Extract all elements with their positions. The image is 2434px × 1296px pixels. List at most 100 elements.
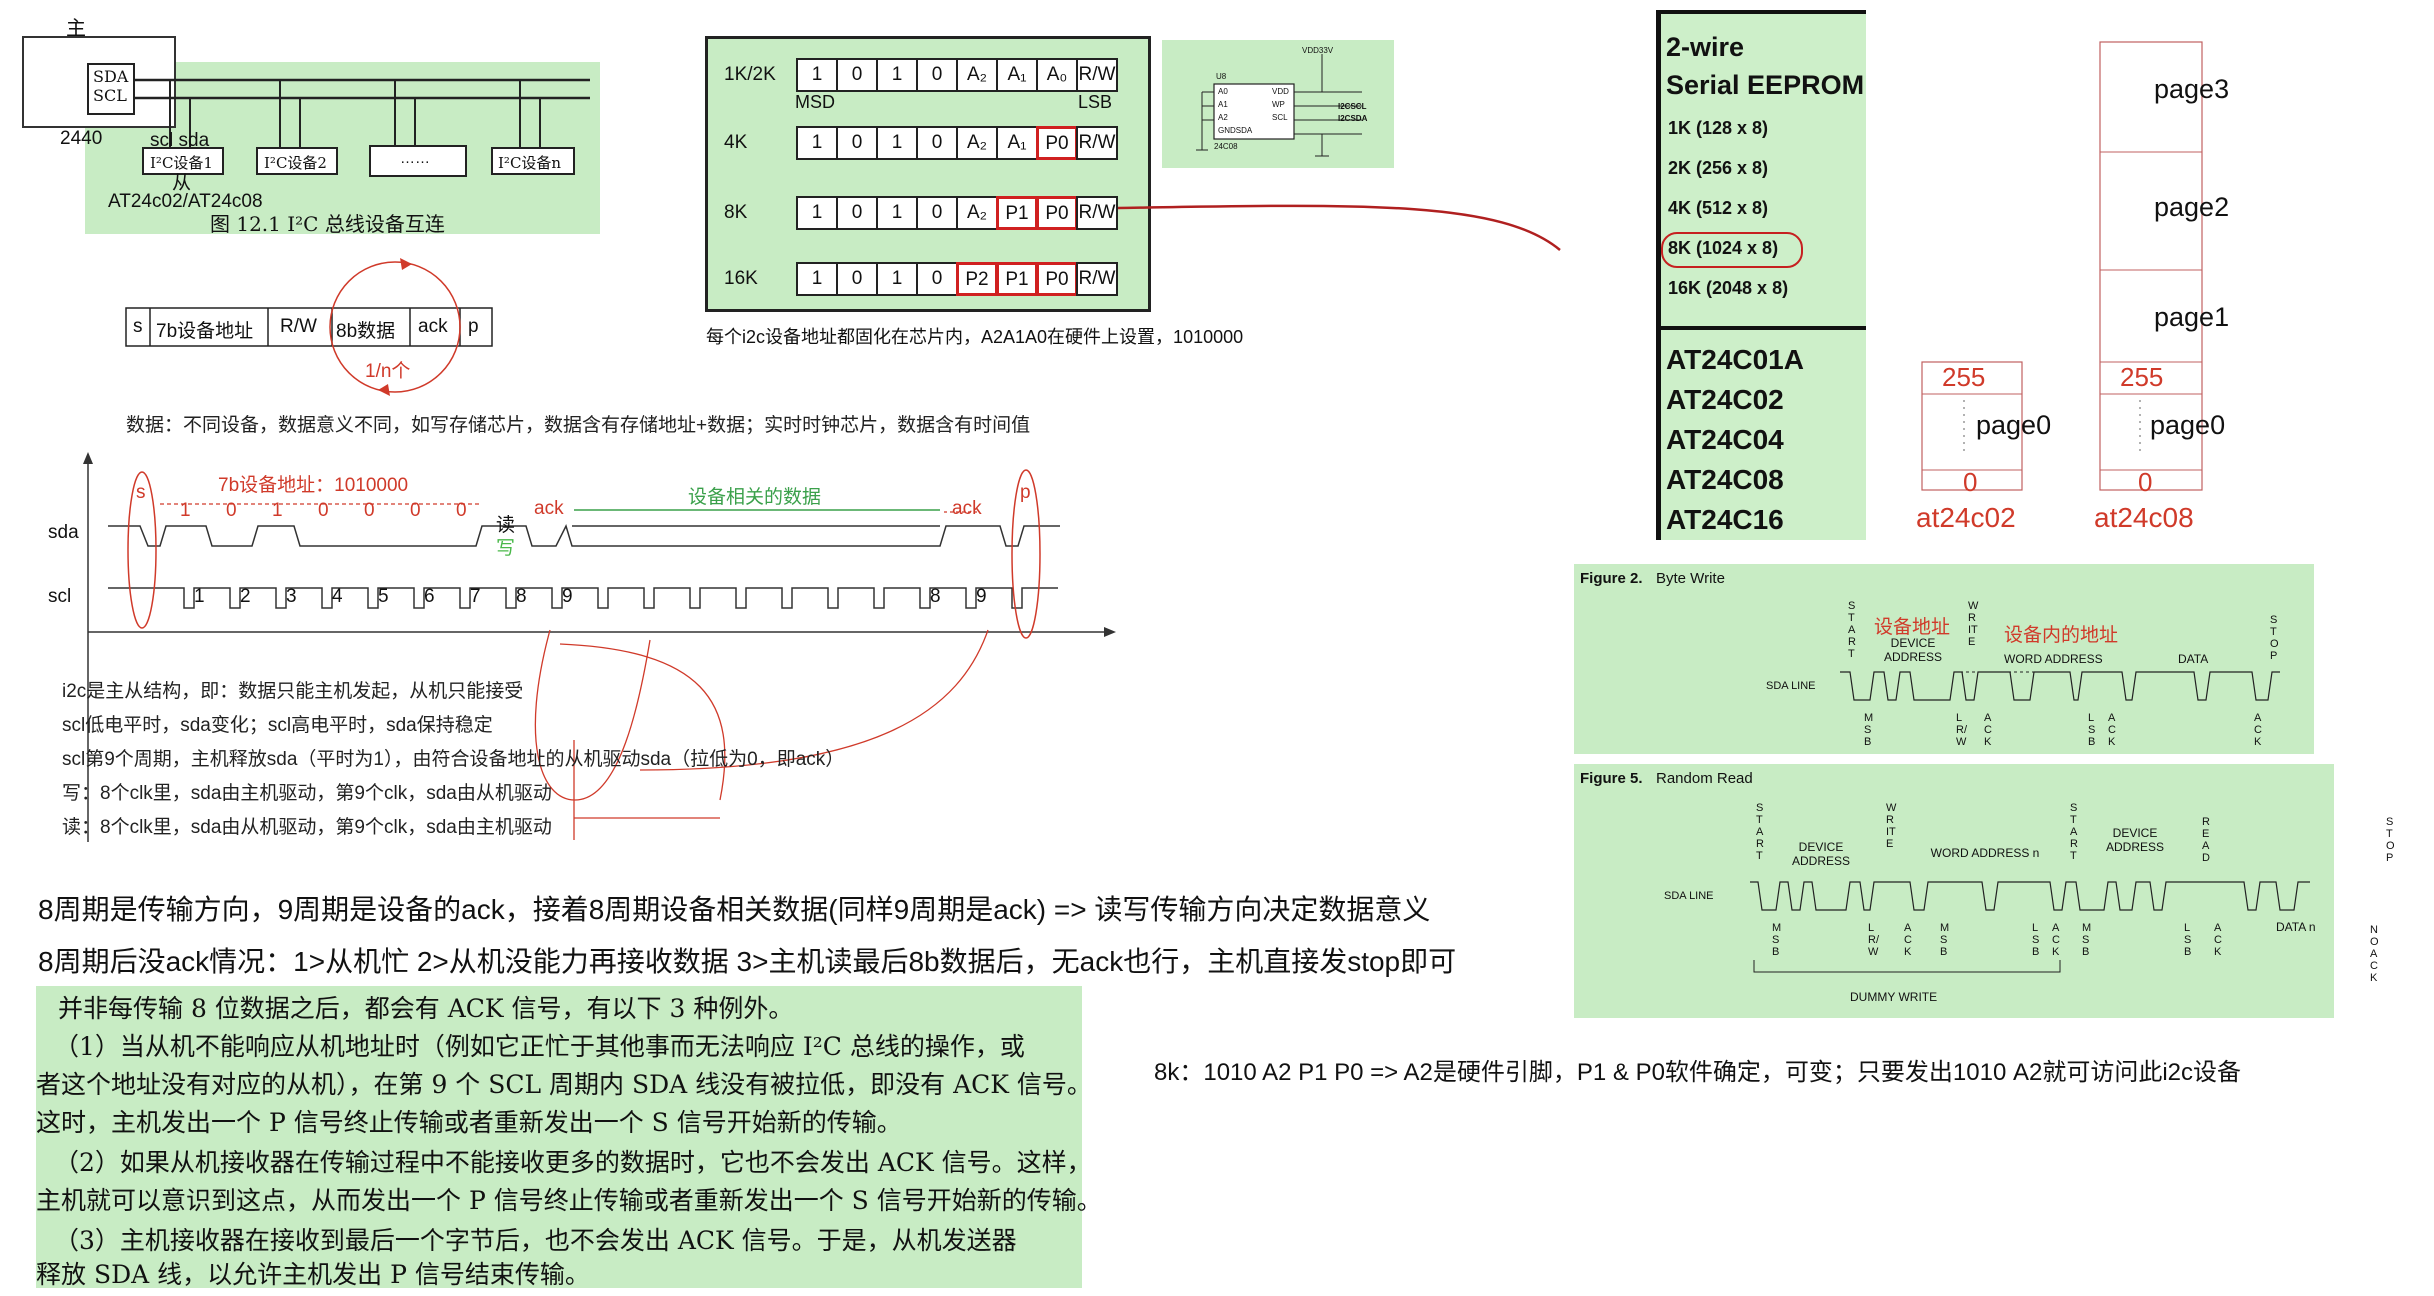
fig5-no-ack: NO ACK	[2370, 924, 2379, 984]
ack-loop-2	[639, 629, 989, 771]
fig2-title: Figure 2.	[1580, 570, 1643, 587]
addr-row-label: 8K	[724, 202, 748, 223]
fig5-ack-3: ACK	[2214, 922, 2222, 958]
addr-bit-cell: A₂	[956, 196, 998, 230]
datasheet-part-1: AT24C01A	[1666, 344, 1804, 375]
fig2-lsb: LSB	[2088, 712, 2096, 748]
fig5-start-2: START	[2070, 802, 2078, 862]
fig5-sda-line: SDA LINE	[1664, 890, 1714, 902]
book-line-6: 主机就可以意识到这点，从而发出一个 P 信号终止传输或者重新发出一个 S 信号开…	[36, 1186, 1102, 1215]
clk-number: 8	[930, 586, 941, 607]
schematic-pin-vdd: VDD	[1272, 87, 1289, 96]
schematic-pin-a0: A0	[1218, 87, 1228, 96]
datasheet-part-5: AT24C16	[1666, 504, 1784, 535]
datasheet-part-4: AT24C08	[1666, 464, 1784, 495]
timing-stop-label: p	[1020, 482, 1031, 503]
sda-pin-label: SDA	[93, 67, 129, 86]
schematic-vdd: VDD33V	[1302, 46, 1334, 55]
fig5-write: WRITE	[1886, 802, 1897, 850]
timing-data-label: 设备相关的数据	[688, 487, 822, 508]
datasheet-title-2: Serial EEPROM	[1666, 70, 1865, 100]
addr-bit-cell: P0	[1036, 196, 1078, 230]
addr-bit-cell: P1	[996, 196, 1038, 230]
fig5-lsb-1: LSB	[2032, 922, 2040, 958]
addr-bit-cell: A₂	[956, 126, 998, 160]
clk-number: 9	[976, 586, 987, 607]
c02-page: page0	[1976, 410, 2052, 440]
fig2-ack3: ACK	[2254, 712, 2262, 748]
book-line-7: （3）主机接收器在接收到最后一个字节后，也不会发出 ACK 信号。于是，从机发送…	[54, 1226, 1017, 1255]
datasheet-top-rule	[1656, 10, 1866, 14]
summary-2: 8周期后没ack情况：1>从机忙 2>从机没能力再接收数据 3>主机读最后8b数…	[38, 946, 1457, 977]
fig5-stop: STOP	[2386, 816, 2395, 864]
schematic-ref: U8	[1216, 72, 1227, 81]
datasheet-size-16k: 16K (2048 x 8)	[1668, 278, 1789, 298]
frame-repeat-label: 1/n个	[365, 361, 411, 382]
device-taps	[169, 80, 541, 150]
timing-start-label: s	[136, 482, 146, 503]
fig2-ack2: ACK	[2108, 712, 2116, 748]
fig2-sda-line: SDA LINE	[1766, 680, 1816, 692]
schematic-svg	[1196, 54, 1362, 157]
frame-field-s: s	[133, 316, 143, 337]
fig2-ack1: ACK	[1984, 712, 1992, 748]
chip-names-label: AT24c02/AT24c08	[108, 191, 263, 212]
book-excerpt-panel	[36, 986, 1082, 1288]
addr-bit-cell: 1	[796, 58, 838, 92]
fig2-word-address: WORD ADDRESS	[2004, 652, 2103, 666]
schematic-pin-wp: WP	[1272, 100, 1285, 109]
c08-page2: page2	[2154, 192, 2230, 222]
timing-bit-6: 0	[410, 500, 421, 521]
addr-bit-cell: 1	[876, 196, 918, 230]
schematic-pin-a1: A1	[1218, 100, 1228, 109]
fig5-dummy-bracket	[1753, 960, 2061, 973]
frame-field-p: p	[468, 316, 479, 337]
c02-bottom: 0	[1963, 467, 1978, 497]
fig5-msb-3: MSB	[2082, 922, 2092, 958]
fig5-ack-1: ACK	[1904, 922, 1912, 958]
datasheet-part-3: AT24C04	[1666, 424, 1784, 455]
clk-number: 8	[516, 586, 527, 607]
addr-bit-cell: 1	[876, 58, 918, 92]
book-line-5: （2）如果从机接收器在传输过程中不能接收更多的数据时，它也不会发出 ACK 信号…	[54, 1148, 1092, 1177]
c08-page1: page1	[2154, 302, 2230, 332]
datasheet-title-1: 2-wire	[1666, 32, 1745, 62]
fig2-panel	[1574, 564, 2314, 754]
c08-top: 255	[2120, 362, 2164, 392]
fig5-word-address: WORD ADDRESS n	[1930, 846, 2040, 860]
frame-field-rw: R/W	[280, 316, 317, 337]
timing-svg	[83, 452, 1116, 842]
fig2-device-address: DEVICE ADDRESS	[1883, 636, 1942, 664]
frame-note: 数据：不同设备，数据意义不同，如写存储芯片，数据含有存储地址+数据；实时时钟芯片…	[126, 415, 1031, 436]
addr-bit-cell: 1	[876, 262, 918, 296]
fig2-stop: STOP	[2270, 614, 2279, 662]
addr-bit-cell: 0	[916, 126, 958, 160]
fig5-msb-2: MSB	[1940, 922, 1950, 958]
addr-bit-cell: 0	[916, 262, 958, 296]
addr-bit-cell: A₀	[1036, 58, 1078, 92]
timing-rw-read: 读	[496, 515, 516, 536]
fig2-data: DATA	[2178, 652, 2209, 666]
schematic-pin-scl: SCL	[1272, 113, 1288, 122]
c02-top: 255	[1942, 362, 1986, 392]
bus-controller-box	[87, 63, 135, 115]
read-loop	[559, 643, 726, 801]
timing-addr-note: 7b设备地址：1010000	[218, 475, 409, 496]
addr-bit-cell: A₁	[996, 126, 1038, 160]
timing-bit-7: 0	[456, 500, 467, 521]
addr-table-note: 每个i2c设备地址都固化在芯片内，A2A1A0在硬件上设置，1010000	[706, 327, 1244, 347]
addr-bit-cell: P0	[1036, 262, 1078, 296]
datasheet-size-2k: 2K (256 x 8)	[1668, 158, 1769, 178]
ack-loop	[534, 629, 651, 801]
clk-number: 3	[286, 586, 297, 607]
rule-4: 写：8个clk里，sda由主机驱动，第9个clk，sda由从机驱动	[62, 783, 552, 804]
addr-bit-cell: 0	[836, 262, 878, 296]
schematic-net-scl: I2CSCL	[1338, 102, 1367, 111]
fig2-lrw: LR/W	[1956, 712, 1967, 748]
addr-bit-cell: R/W	[1076, 196, 1118, 230]
datasheet-left-rule	[1656, 10, 1661, 540]
addr-bit-cell: 0	[916, 196, 958, 230]
schematic-pin-gnd: GNDSDA	[1218, 126, 1253, 135]
master-label: 主	[66, 18, 86, 40]
fig5-panel	[1574, 764, 2334, 1018]
